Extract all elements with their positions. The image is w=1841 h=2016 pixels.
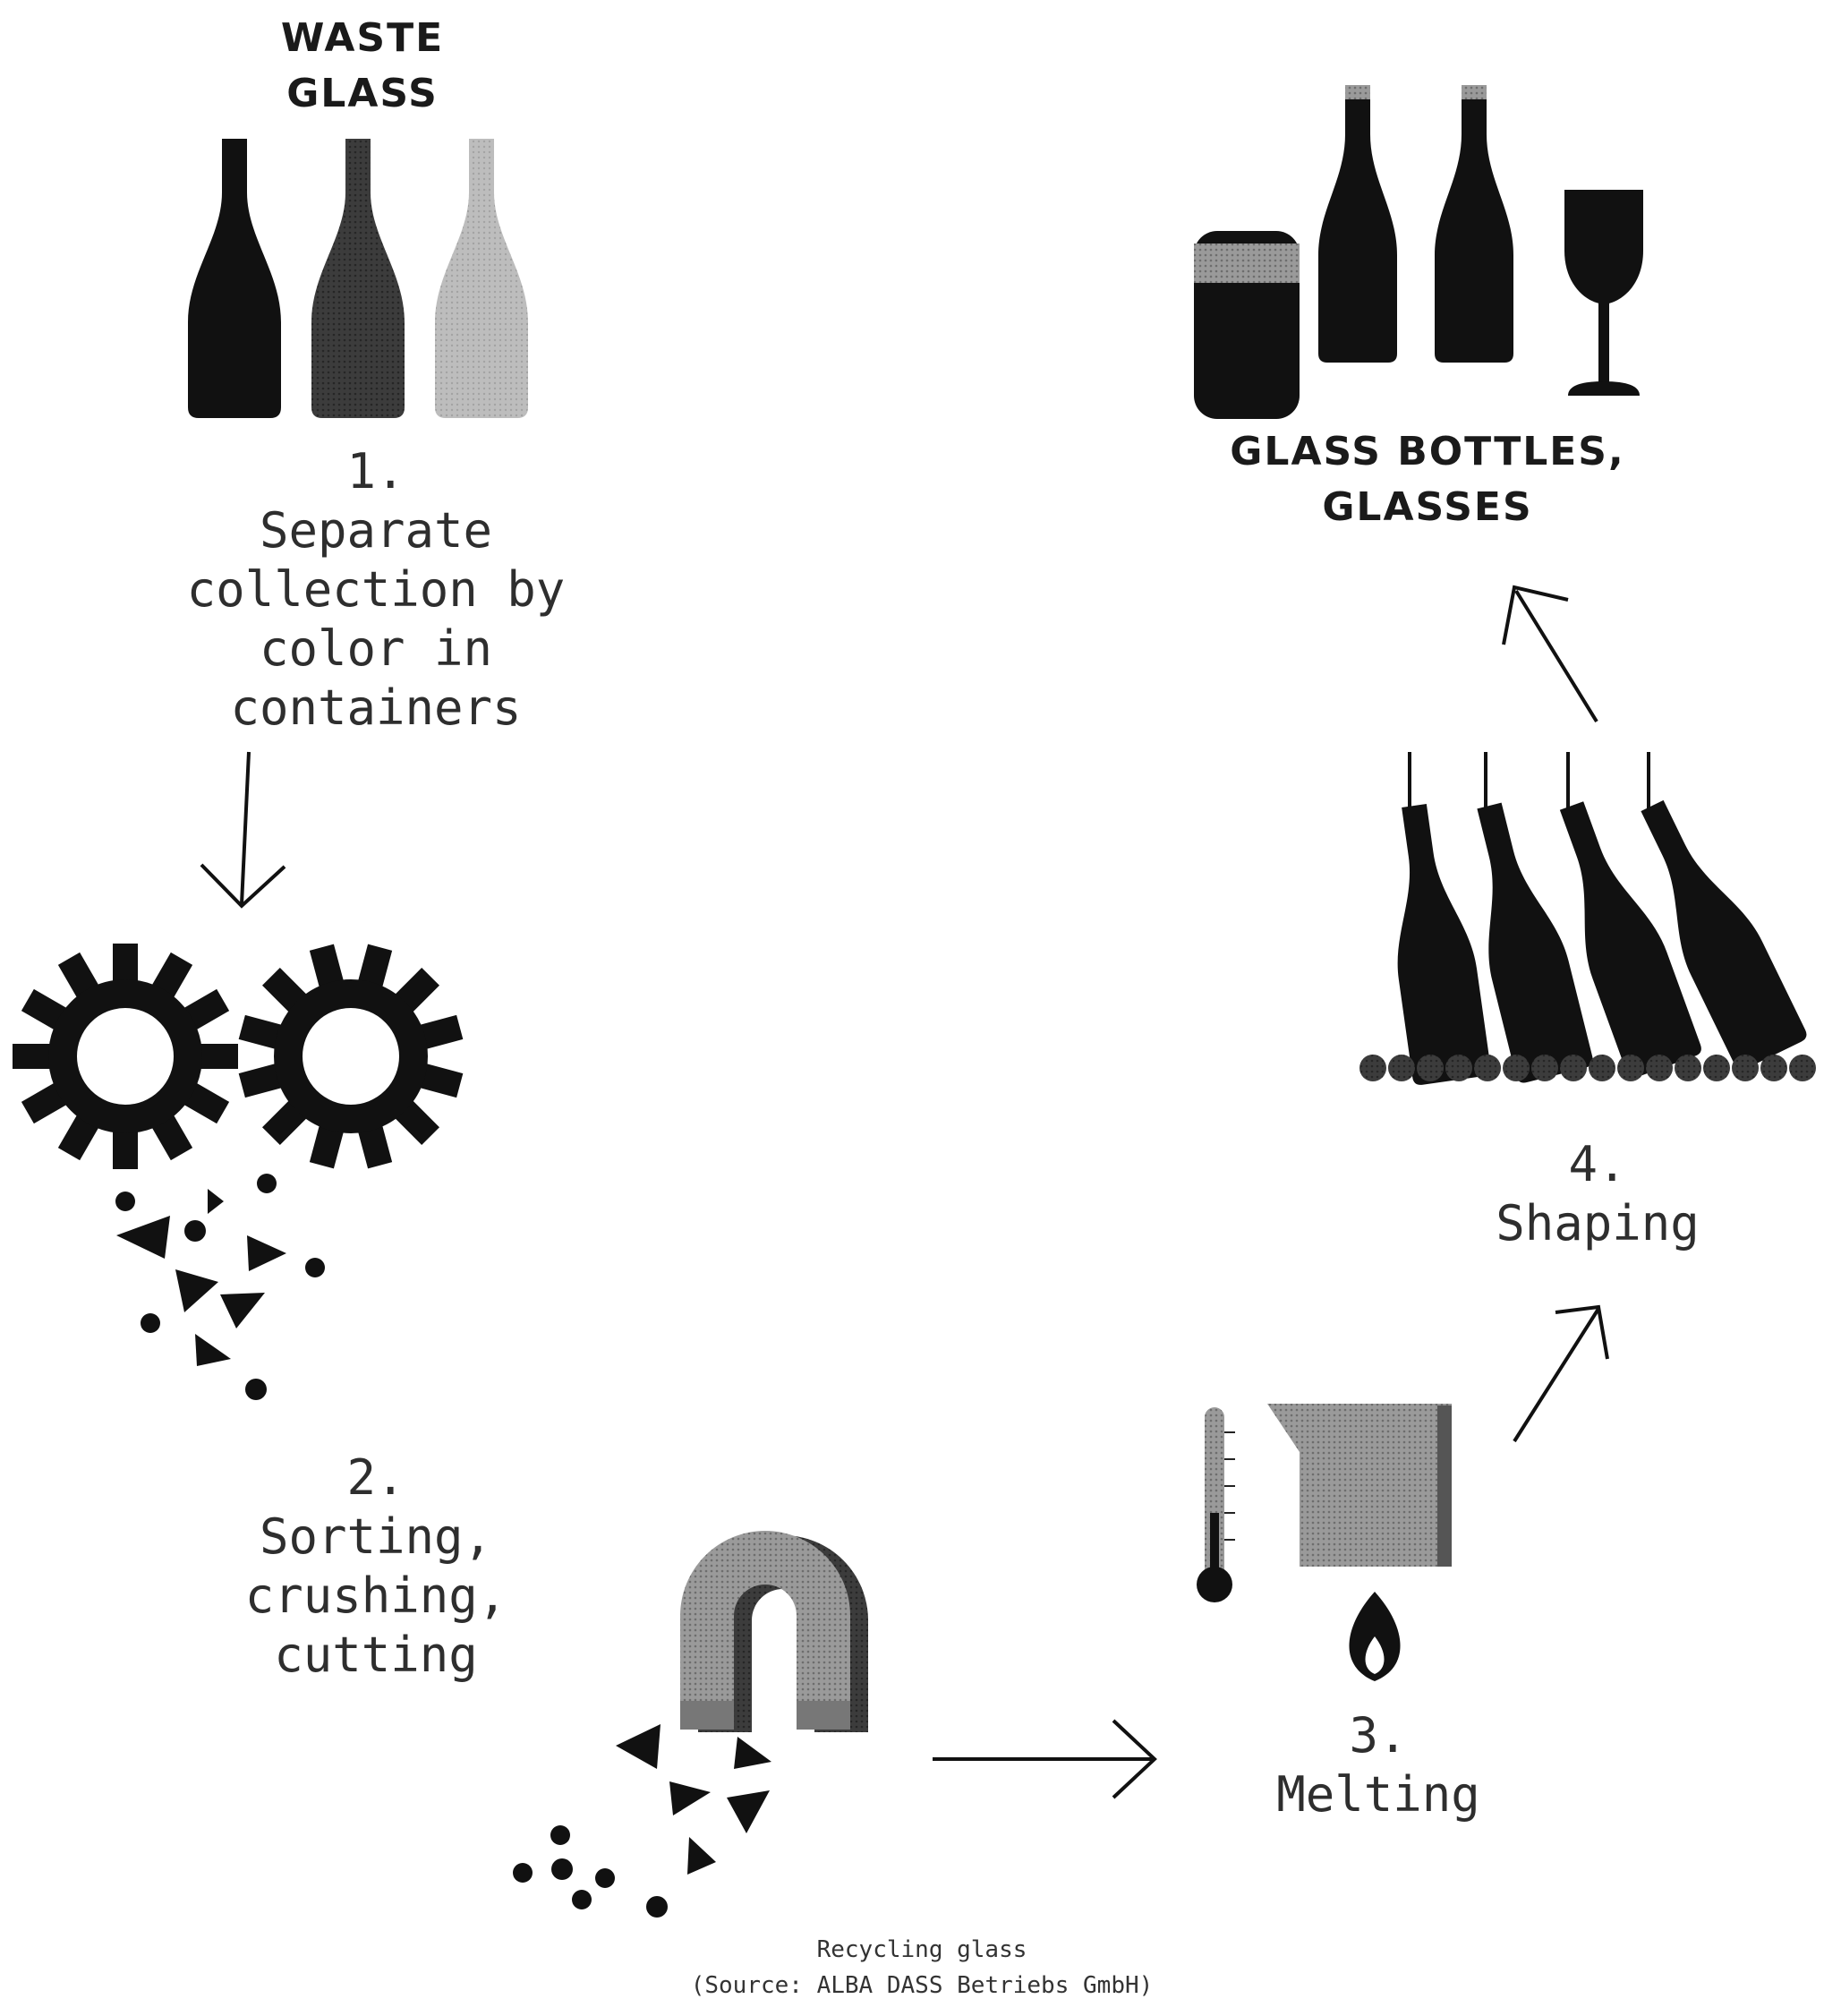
jar-icon [1194, 231, 1300, 419]
bottle-icon [188, 139, 281, 418]
crucible-icon [1267, 1404, 1452, 1567]
glass-fragments-icon [513, 1724, 771, 1918]
waste-bottles [188, 139, 528, 418]
bottle-icon [311, 139, 405, 418]
caption-source: (Source: ALBA DASS Betriebs GmbH) [519, 1968, 1325, 2003]
products-line1: GLASS BOTTLES, [1217, 424, 1638, 480]
step-3-line: Melting [1226, 1765, 1530, 1824]
step-1-line: Separate [116, 501, 635, 560]
step-1-number: 1. [116, 442, 635, 501]
step-1-line: containers [116, 679, 635, 738]
shaping-bottles [1375, 752, 1809, 1086]
bottle-icon [435, 139, 528, 418]
step-2-line: cutting [179, 1626, 573, 1685]
glass-fragments-icon [115, 1174, 325, 1400]
step-1-line: collection by [116, 560, 635, 619]
step-2-label: 2. Sorting, crushing, cutting [179, 1448, 573, 1685]
step-1-line: color in [116, 619, 635, 679]
gear-icon [239, 944, 464, 1169]
magnet-icon [680, 1531, 868, 1732]
arrow-icon [201, 752, 285, 906]
figure-caption: Recycling glass (Source: ALBA DASS Betri… [519, 1932, 1325, 2003]
arrow-icon [1504, 587, 1597, 722]
wine-glass-icon [1564, 190, 1643, 396]
waste-glass-label: WASTE GLASS [260, 11, 465, 122]
step-2-line: crushing, [179, 1567, 573, 1626]
caption-title: Recycling glass [519, 1932, 1325, 1968]
arrow-icon [1514, 1307, 1607, 1441]
gear-icon [13, 944, 238, 1169]
thermometer-icon [1197, 1407, 1235, 1602]
step-4-line: Shaping [1432, 1194, 1763, 1253]
products-label: GLASS BOTTLES, GLASSES [1217, 424, 1638, 535]
waste-glass-line2: GLASS [260, 66, 465, 122]
bottle-icon [1375, 800, 1491, 1086]
step-4-number: 4. [1432, 1135, 1763, 1194]
step-1-label: 1. Separate collection by color in conta… [116, 442, 635, 738]
step-2-line: Sorting, [179, 1508, 573, 1567]
step-4-label: 4. Shaping [1432, 1135, 1763, 1253]
bottle-icon [1318, 85, 1397, 363]
step-3-label: 3. Melting [1226, 1706, 1530, 1824]
bottle-icon [1435, 85, 1513, 363]
waste-glass-line1: WASTE [260, 11, 465, 66]
step-3-number: 3. [1226, 1706, 1530, 1765]
products-line2: GLASSES [1217, 480, 1638, 535]
flame-icon [1349, 1592, 1400, 1681]
arrow-icon [933, 1721, 1155, 1798]
step-2-number: 2. [179, 1448, 573, 1508]
